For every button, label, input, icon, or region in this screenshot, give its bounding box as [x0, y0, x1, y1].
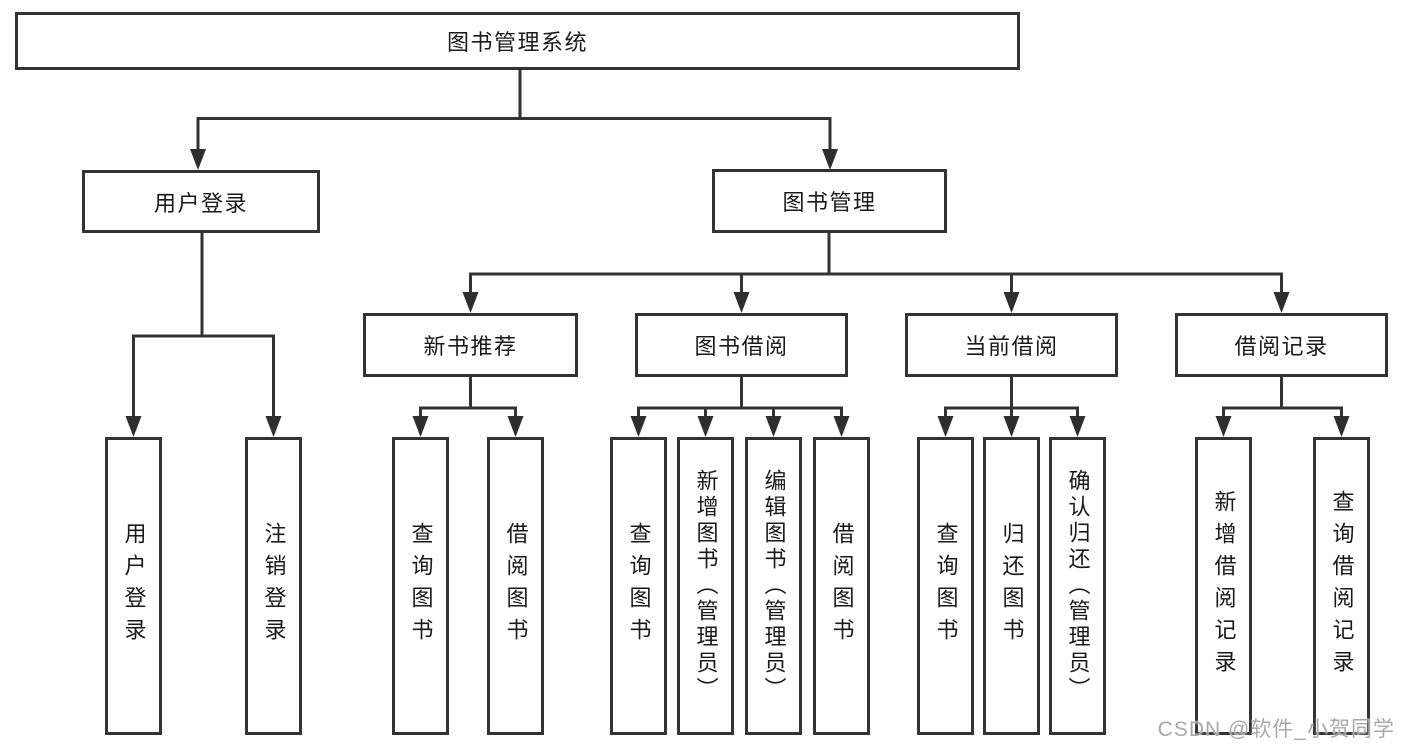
- leaf-user-login: 用户登录: [105, 437, 162, 735]
- leaf-query-borrow-record: 查询借阅记录: [1313, 437, 1370, 735]
- leaf-borrow-books-recommend: 借阅图书: [487, 437, 544, 735]
- node-book-management: 图书管理: [712, 169, 947, 233]
- node-label: 查询图书: [933, 522, 959, 650]
- leaf-query-books-recommend: 查询图书: [392, 437, 449, 735]
- node-label: 确认归还（管理员）: [1065, 469, 1091, 703]
- node-label: 归还图书: [999, 522, 1025, 650]
- leaf-add-books-admin: 新增图书（管理员）: [677, 437, 734, 735]
- leaf-borrow-books: 借阅图书: [813, 437, 870, 735]
- node-label: 图书管理: [782, 190, 877, 215]
- arrow-heads: [125, 149, 1350, 437]
- node-label: 借阅图书: [503, 522, 529, 650]
- node-current-borrowing: 当前借阅: [905, 313, 1118, 377]
- leaf-query-books-current: 查询图书: [917, 437, 974, 735]
- node-label: 借阅图书: [829, 522, 855, 650]
- leaf-query-books-borrow: 查询图书: [610, 437, 667, 735]
- node-label: 编辑图书（管理员）: [761, 469, 787, 703]
- leaf-return-books: 归还图书: [983, 437, 1040, 735]
- node-new-book-recommend: 新书推荐: [363, 313, 578, 377]
- node-label: 图书借阅: [694, 334, 789, 359]
- node-root-library-system: 图书管理系统: [15, 12, 1020, 70]
- leaf-confirm-return-admin: 确认归还（管理员）: [1049, 437, 1106, 735]
- node-label: 借阅记录: [1234, 334, 1329, 359]
- node-user-login: 用户登录: [82, 170, 320, 233]
- node-label: 查询图书: [408, 522, 434, 650]
- node-borrowing-records: 借阅记录: [1175, 313, 1388, 377]
- node-label: 注销登录: [261, 522, 287, 650]
- csdn-watermark: CSDN @软件_小贺同学: [1157, 718, 1395, 741]
- node-label: 新书推荐: [423, 334, 518, 359]
- node-book-borrowing: 图书借阅: [635, 313, 848, 377]
- node-label: 图书管理系统: [446, 30, 588, 55]
- node-label: 用户登录: [121, 522, 147, 650]
- node-label: 新增图书（管理员）: [693, 469, 719, 703]
- node-label: 用户登录: [153, 190, 248, 216]
- node-label: 新增借阅记录: [1211, 490, 1237, 682]
- leaf-add-borrow-record: 新增借阅记录: [1195, 437, 1252, 735]
- leaf-edit-books-admin: 编辑图书（管理员）: [745, 437, 802, 735]
- node-label: 查询借阅记录: [1329, 490, 1355, 682]
- connector-lines: [132, 70, 1343, 419]
- node-label: 查询图书: [626, 522, 652, 650]
- node-label: 当前借阅: [964, 334, 1059, 359]
- leaf-logout: 注销登录: [245, 437, 302, 735]
